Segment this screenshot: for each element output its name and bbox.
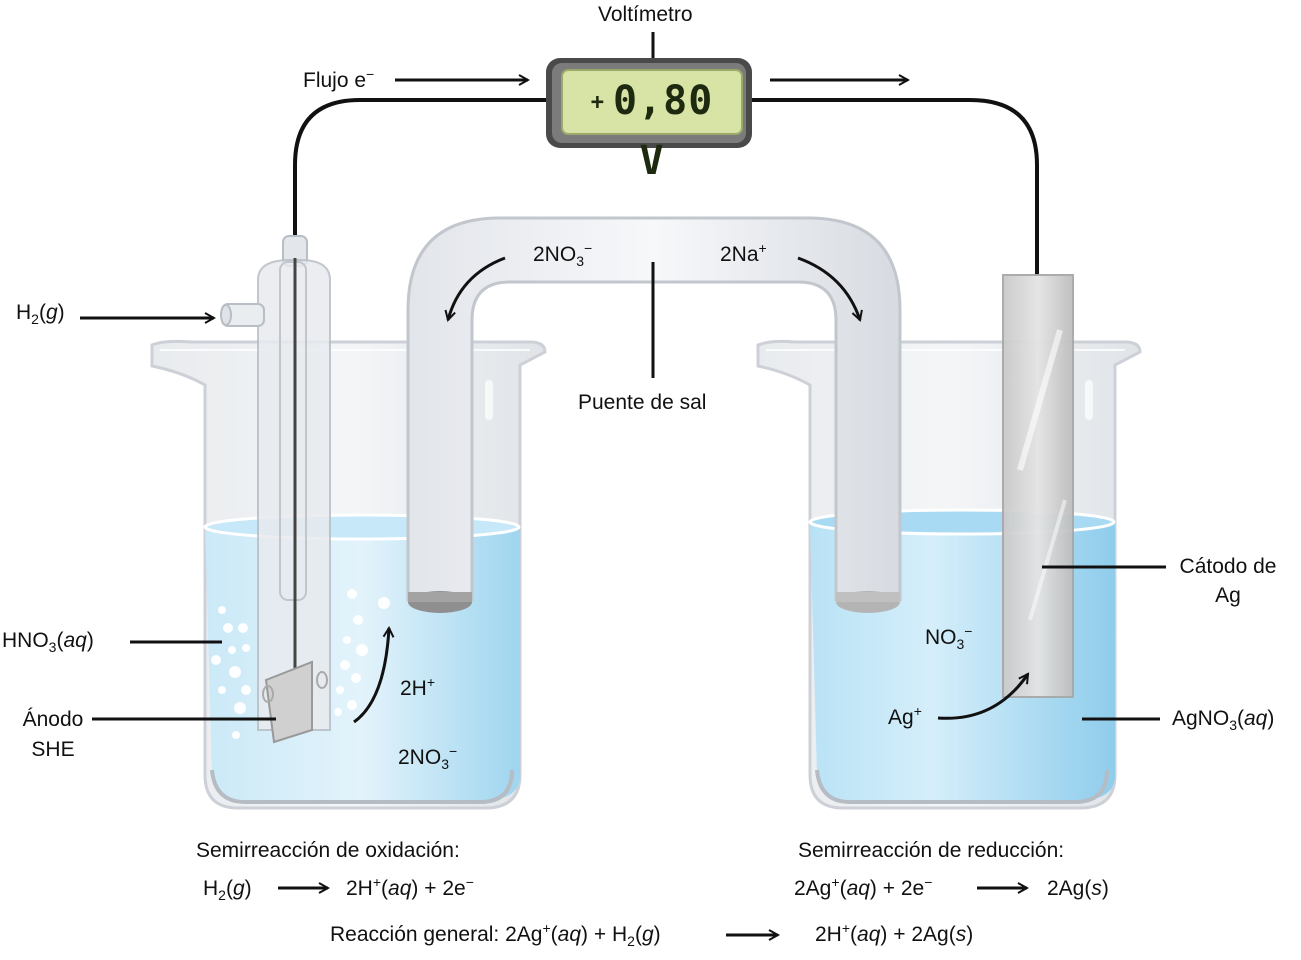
voltmeter-reading: +0,80 V (566, 72, 738, 184)
oxidation-reactant: H2(g) (203, 877, 252, 904)
ag-ion-arrow (937, 674, 1030, 720)
salt-bridge-cation-label: 2Na+ (720, 240, 767, 266)
hydrogen-bubble (356, 644, 368, 656)
anode-label-line1: Ánodo (22, 708, 84, 731)
hydrogen-bubble (334, 708, 342, 716)
hno3-label: HNO3(aq) (2, 629, 94, 656)
hydrogen-bubble (211, 655, 221, 665)
nitrate-flow-arrow (448, 256, 506, 320)
hydrogen-bubble (229, 666, 241, 678)
anode-label-line2: SHE (31, 738, 75, 761)
left-beaker (150, 339, 547, 810)
sodium-flow-arrow (797, 256, 860, 320)
left-nitrate-label: 2NO3− (398, 743, 458, 773)
hydrogen-bubble (218, 606, 226, 614)
hydrogen-bubble (223, 623, 233, 633)
h-ion-arrow (353, 628, 389, 724)
voltmeter-label: Voltímetro (598, 3, 693, 26)
silver-cathode (1002, 274, 1074, 698)
hydrogen-bubble (232, 731, 240, 739)
hydrogen-bubble (353, 615, 363, 625)
hydrogen-bubble (242, 644, 250, 652)
electron-flow-label: Flujo e− (303, 66, 375, 92)
right-beaker (756, 339, 1142, 810)
hydrogen-bubble (343, 636, 351, 644)
agno3-label: AgNO3(aq) (1172, 707, 1275, 734)
hydrogen-bubble (336, 686, 344, 694)
hydrogen-bubbles (211, 589, 390, 739)
hydrogen-bubble (351, 673, 361, 683)
left-wire (293, 98, 548, 258)
hydrogen-bubble (218, 686, 226, 694)
hydrogen-bubble (378, 597, 390, 609)
hydrogen-bubble (340, 660, 350, 670)
reduction-reactants: 2Ag+(aq) + 2e− (794, 874, 933, 900)
hydrogen-bubble (241, 685, 251, 695)
hydrogen-bubble (347, 589, 357, 599)
salt-bridge-anion-label: 2NO3− (533, 240, 593, 270)
right-wire (750, 98, 1039, 275)
right-nitrate-label: NO3− (925, 623, 973, 653)
hydrogen-bubble (238, 623, 248, 633)
h2-gas-label: H2(g) (16, 301, 65, 328)
overall-reactants: Reacción general: 2Ag+(aq) + H2(g) (330, 920, 661, 950)
voltmeter-value: 0,80 V (612, 78, 714, 184)
reduction-title: Semirreacción de reducción: (798, 839, 1065, 862)
voltmeter-sign: + (590, 90, 605, 115)
oxidation-title: Semirreacción de oxidación: (196, 839, 460, 862)
hydrogen-bubble (228, 646, 236, 654)
oxidation-products: 2H+(aq) + 2e− (346, 874, 474, 900)
h-ion-label: 2H+ (400, 674, 436, 700)
voltmeter-screen (561, 69, 743, 135)
cathode-label-line2: Ag (1215, 584, 1241, 607)
she-electrode (220, 235, 331, 744)
ag-ion-label: Ag+ (888, 703, 922, 729)
reduction-product: 2Ag(s) (1047, 877, 1109, 900)
hydrogen-bubble (234, 702, 246, 714)
salt-bridge-tube (406, 216, 902, 602)
cathode-label-line1: Cátodo de (1179, 555, 1277, 578)
hydrogen-bubble (347, 700, 357, 710)
overall-products: 2H+(aq) + 2Ag(s) (815, 920, 974, 946)
salt-bridge-label: Puente de sal (578, 391, 707, 414)
